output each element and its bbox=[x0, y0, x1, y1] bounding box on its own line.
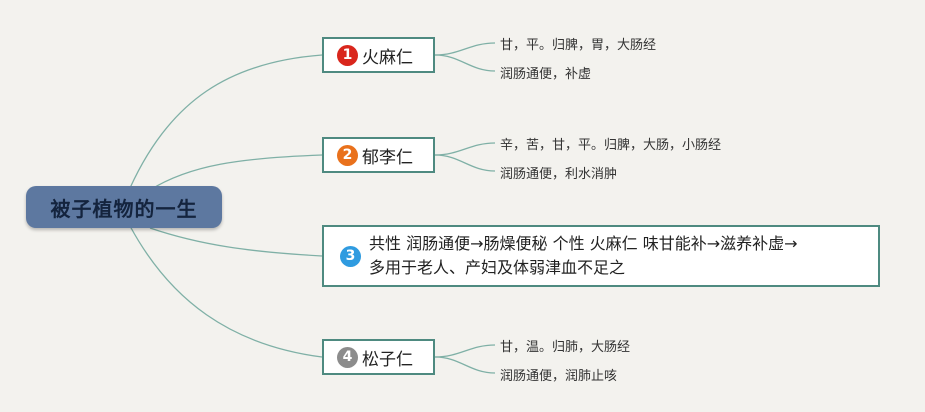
subtopic-huomaren-properties[interactable]: 甘，平。归脾，胃，大肠经 bbox=[500, 38, 657, 53]
connector-root-topic-4 bbox=[129, 225, 323, 358]
subtopic-huomaren-effects[interactable]: 润肠通便，补虚 bbox=[500, 67, 592, 82]
connector-topic-2-sub-1 bbox=[434, 142, 496, 156]
comparison-line-2: 多用于老人、产妇及体弱津血不足之 bbox=[369, 258, 626, 277]
root-topic-label: 被子植物的一生 bbox=[50, 196, 198, 221]
comparison-text: 共性 润肠通便→肠燥便秘 个性 火麻仁 味甘能补→滋养补虚→ 多用于老人、产妇及… bbox=[369, 232, 869, 280]
connector-topic-1-sub-1 bbox=[434, 42, 496, 56]
number-badge-1: 1 bbox=[337, 44, 358, 66]
root-topic[interactable]: 被子植物的一生 bbox=[26, 186, 222, 228]
topic-comparison[interactable]: 3 共性 润肠通便→肠燥便秘 个性 火麻仁 味甘能补→滋养补虚→ 多用于老人、产… bbox=[322, 225, 880, 287]
connector-topic-4-sub-1 bbox=[434, 344, 496, 358]
connector-root-topic-3 bbox=[149, 227, 323, 257]
topic-label: 火麻仁 bbox=[362, 47, 413, 68]
topic-huomaren[interactable]: 1 火麻仁 bbox=[322, 37, 435, 73]
connector-topic-2-sub-2 bbox=[434, 154, 496, 172]
topic-label: 松子仁 bbox=[362, 349, 413, 370]
topic-yuliren[interactable]: 2 郁李仁 bbox=[322, 137, 435, 173]
connector-topic-4-sub-2 bbox=[434, 356, 496, 374]
subtopic-songziren-effects[interactable]: 润肠通便，润肺止咳 bbox=[500, 369, 618, 384]
connector-root-topic-2 bbox=[149, 154, 323, 191]
number-badge-2: 2 bbox=[337, 144, 358, 166]
connector-root-topic-1 bbox=[129, 54, 323, 189]
topic-label: 郁李仁 bbox=[362, 147, 413, 168]
number-badge-3: 3 bbox=[340, 245, 361, 267]
subtopic-songziren-properties[interactable]: 甘，温。归肺，大肠经 bbox=[500, 340, 631, 355]
subtopic-yuliren-effects[interactable]: 润肠通便，利水消肿 bbox=[500, 167, 618, 182]
subtopic-yuliren-properties[interactable]: 辛，苦，甘，平。归脾，大肠，小肠经 bbox=[500, 138, 722, 153]
number-badge-4: 4 bbox=[337, 346, 358, 368]
connector-topic-1-sub-2 bbox=[434, 54, 496, 72]
topic-songziren[interactable]: 4 松子仁 bbox=[322, 339, 435, 375]
comparison-line-1: 共性 润肠通便→肠燥便秘 个性 火麻仁 味甘能补→滋养补虚→ bbox=[369, 234, 798, 253]
